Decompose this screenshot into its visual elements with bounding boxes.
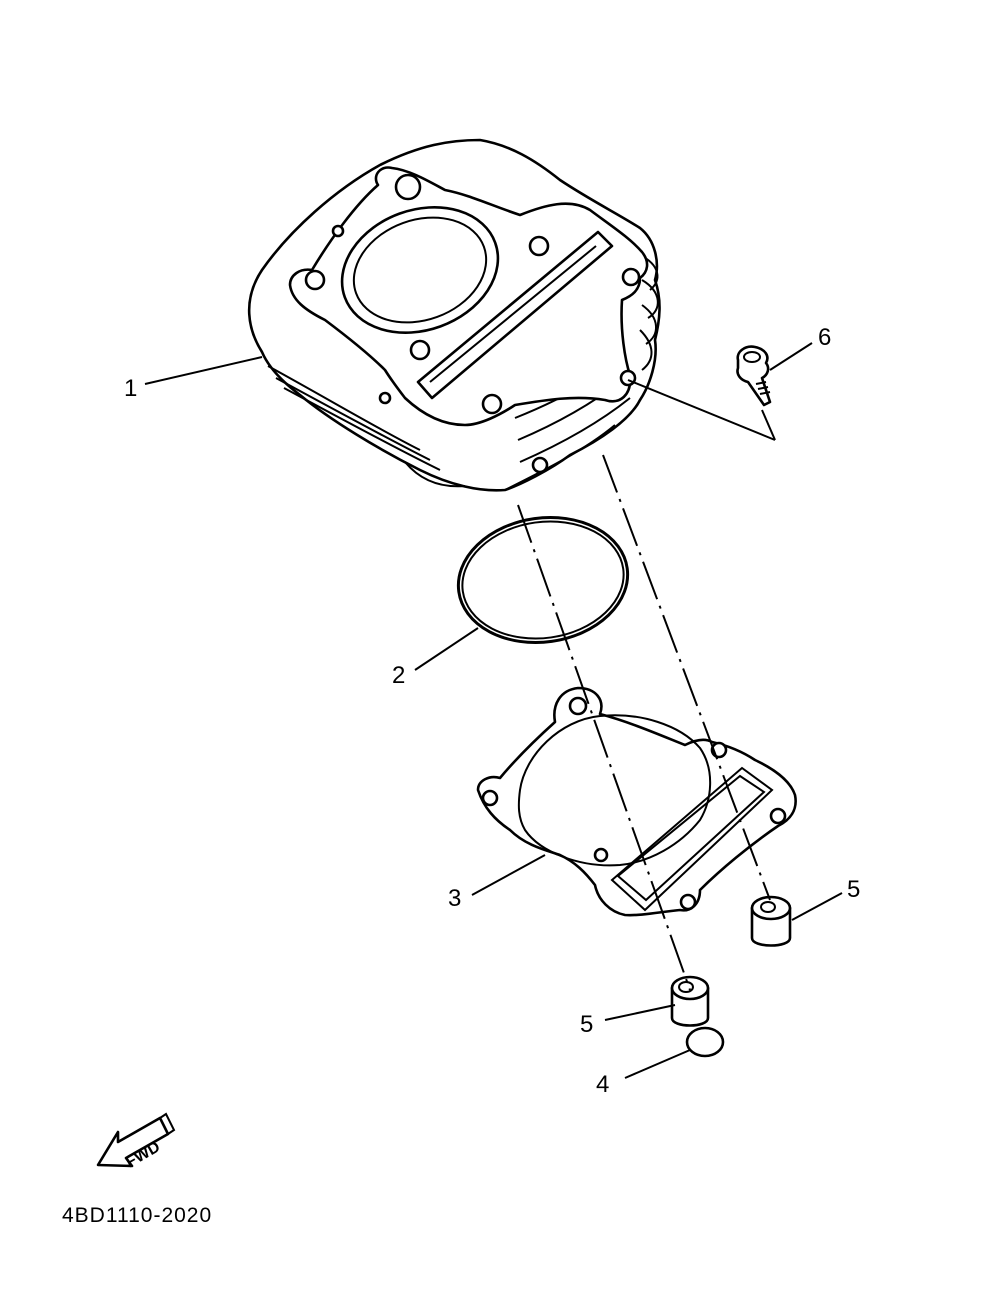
diagram-code: 4BD1110-2020 <box>62 1204 212 1227</box>
callout-4: 4 <box>596 1071 609 1098</box>
base-gasket-part <box>476 686 797 917</box>
dowel-pin-left <box>670 975 710 1027</box>
callout-6: 6 <box>818 324 831 351</box>
assembly-lines <box>517 379 776 991</box>
plug-part <box>685 1026 725 1058</box>
leader-lines <box>144 342 843 1079</box>
bolt-part <box>736 345 772 407</box>
callout-labels: 1 2 3 4 5 5 6 <box>124 324 860 1098</box>
callout-2: 2 <box>392 662 405 689</box>
callout-3: 3 <box>448 885 461 912</box>
callout-5-right: 5 <box>847 876 860 903</box>
callout-5-left: 5 <box>580 1011 593 1038</box>
callout-1: 1 <box>124 375 137 402</box>
cylinder-part <box>247 138 661 492</box>
o-ring-part <box>456 515 630 645</box>
dowel-pin-right <box>750 895 792 947</box>
fwd-arrow-icon: FWD <box>96 1112 176 1171</box>
